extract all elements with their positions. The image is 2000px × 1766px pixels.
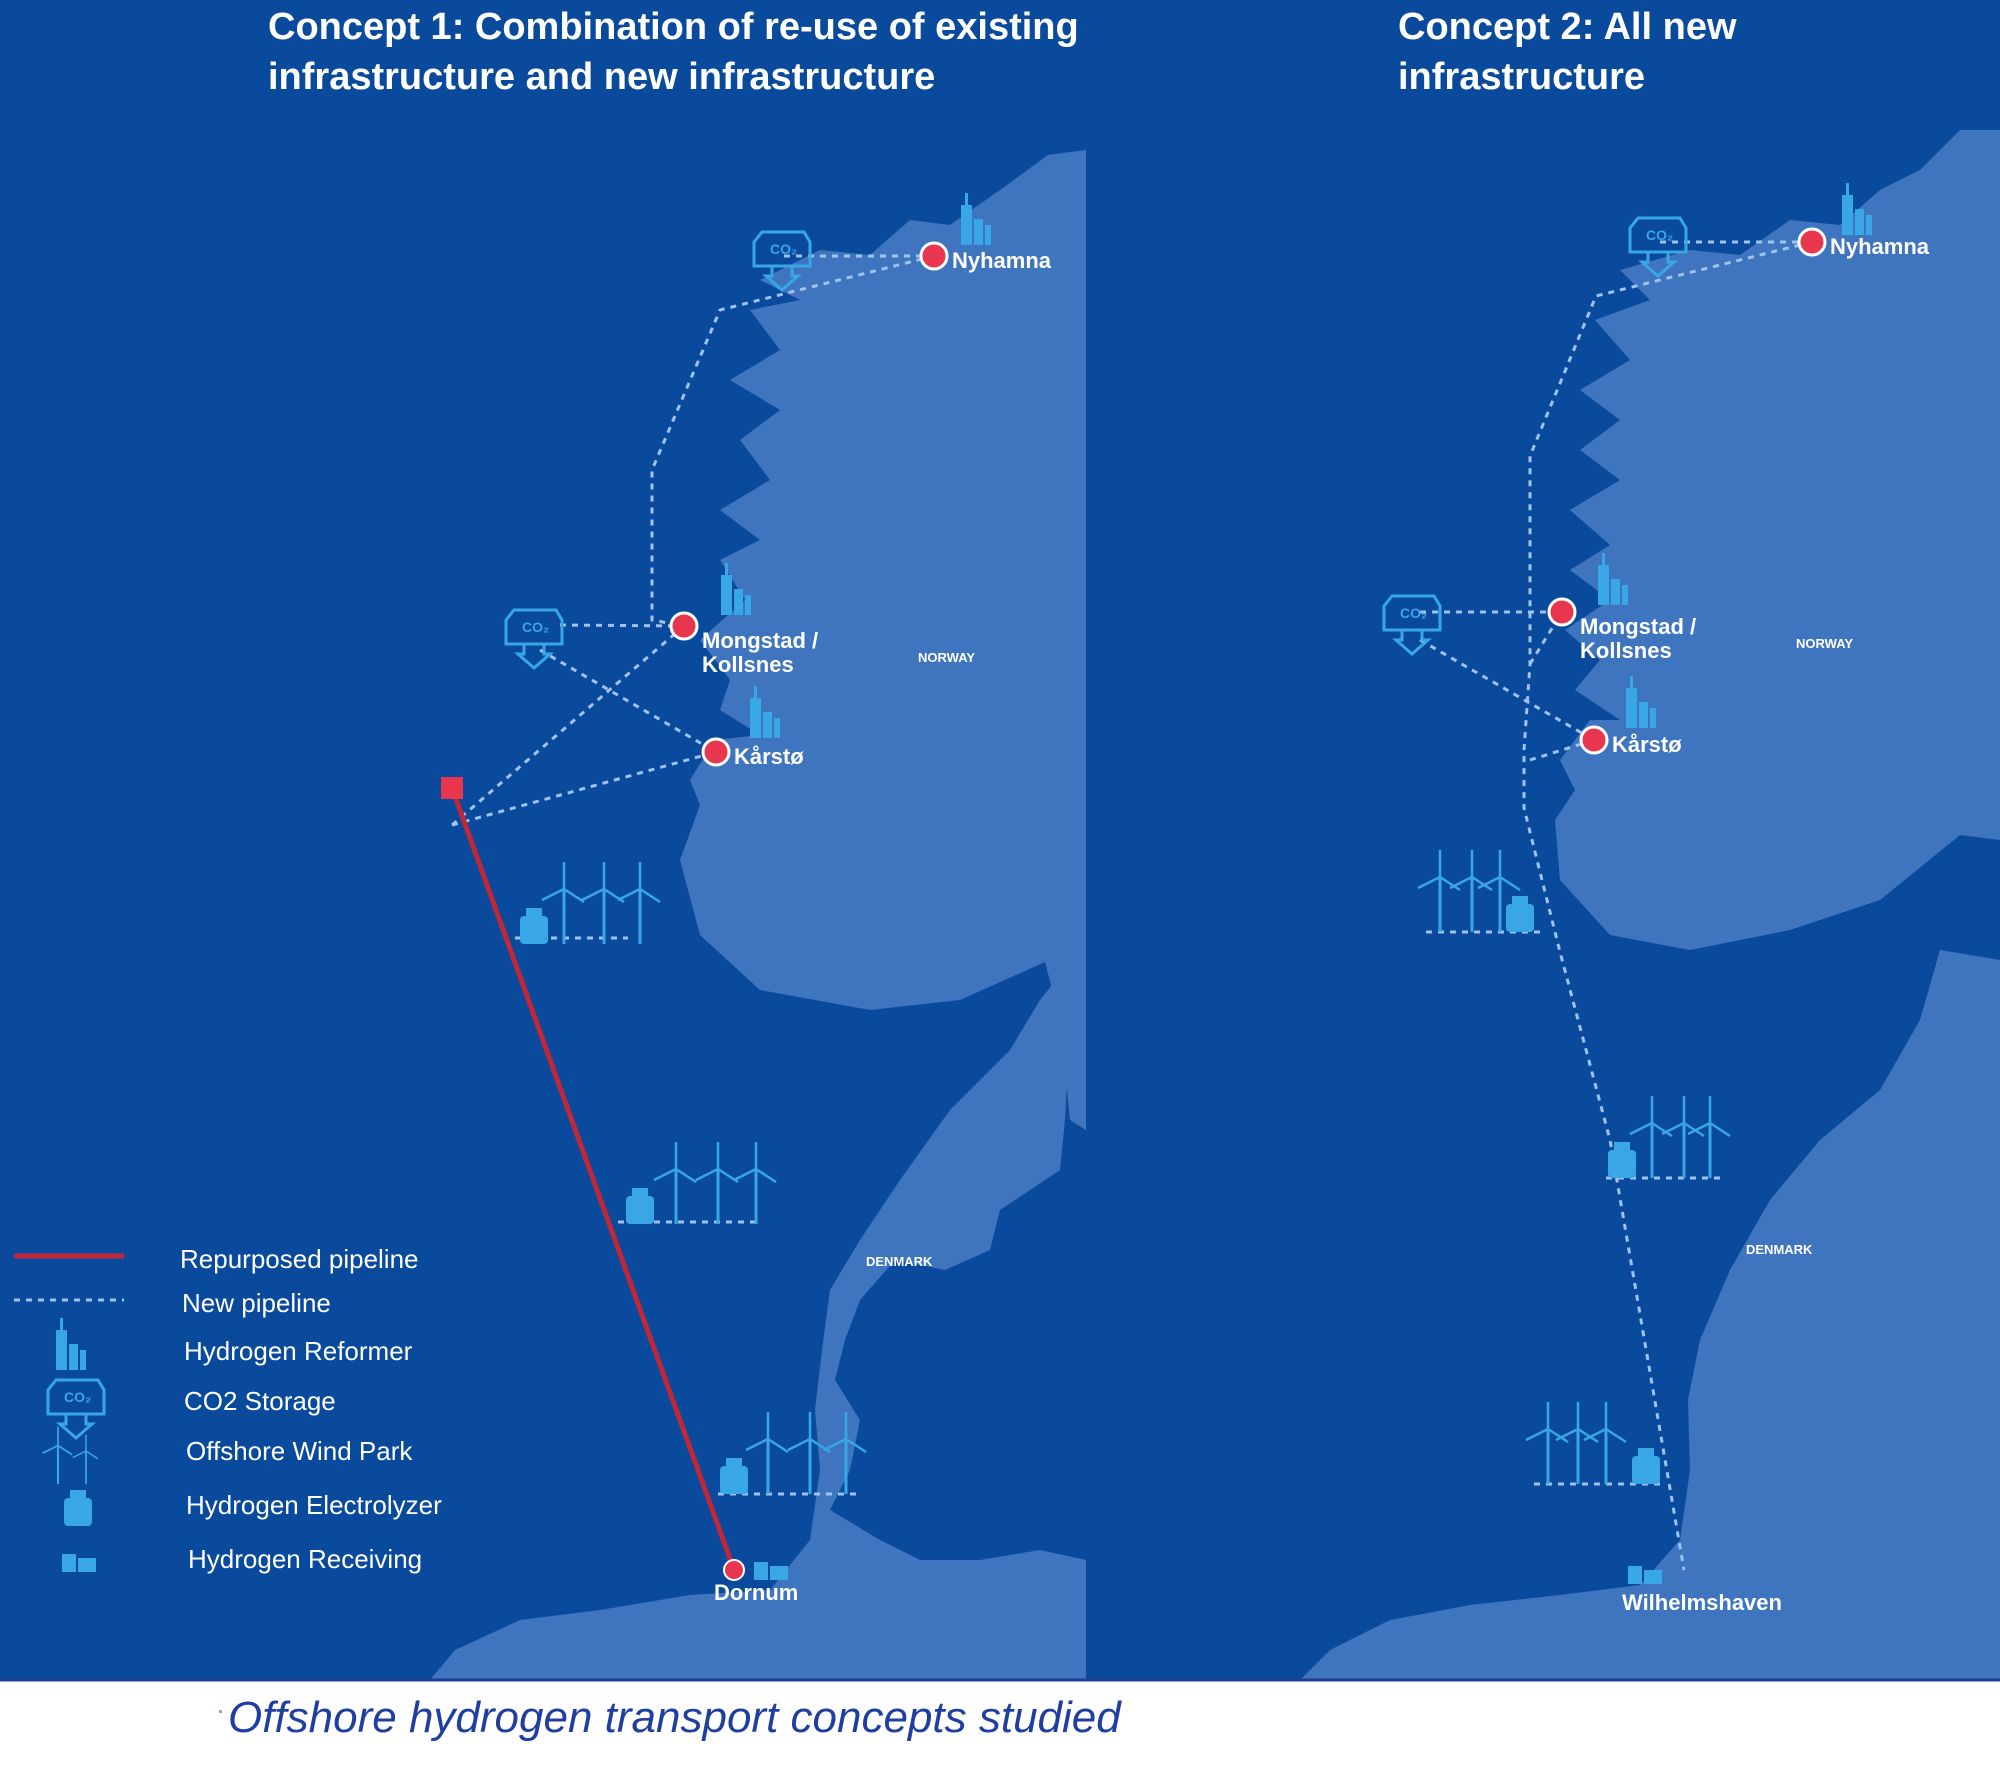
node-karsto: [701, 737, 731, 767]
label-mongstad: Mongstad /: [702, 628, 818, 653]
label-dornum: Dornum: [714, 1580, 798, 1605]
concept1-title-line1: Concept 1: Combination of re-use of exis…: [268, 6, 1079, 48]
concept2-title: Concept 2: All new infrastructure: [1398, 2, 1737, 102]
legend-reformer-label: Hydrogen Reformer: [184, 1336, 413, 1366]
label-nyhamna: Nyhamna: [952, 248, 1052, 273]
legend-receiving-label: Hydrogen Receiving: [188, 1544, 423, 1574]
figure-caption: Offshore hydrogen transport concepts stu…: [228, 1693, 1121, 1742]
node-nyhamna: [919, 241, 949, 271]
concept1-platform-node: [441, 777, 463, 799]
co2-icon-text: CO₂: [522, 619, 549, 635]
label-karsto: Kårstø: [734, 744, 804, 769]
node-dornum: [723, 1559, 745, 1581]
caption-band: [0, 1680, 2000, 1766]
legend-co2-label: CO2 Storage: [184, 1386, 336, 1416]
co2-icon-text: CO₂: [770, 241, 797, 257]
concept1-repurposed-pipeline: [449, 787, 737, 1571]
node-mongstad: [669, 611, 699, 641]
label-denmark: DENMARK: [866, 1254, 933, 1269]
co2-icon-text: CO₂: [1646, 227, 1673, 243]
label-kollsnes: Kollsnes: [1580, 638, 1672, 663]
denmark-germany-landmass: [1300, 950, 2000, 1680]
norway-landmass: [680, 150, 1086, 1130]
label-kollsnes: Kollsnes: [702, 652, 794, 677]
node-nyhamna: [1797, 227, 1827, 257]
label-nyhamna: Nyhamna: [1830, 234, 1930, 259]
node-mongstad: [1547, 597, 1577, 627]
caption-bullet: [219, 1710, 222, 1713]
concept1-title-line2: infrastructure and new infrastructure: [268, 56, 936, 98]
label-denmark: DENMARK: [1746, 1242, 1813, 1257]
label-norway: NORWAY: [918, 650, 975, 665]
label-wilhelmshaven: Wilhelmshaven: [1622, 1590, 1782, 1615]
co2-icon-text: CO₂: [1400, 605, 1427, 621]
label-mongstad: Mongstad /: [1580, 614, 1696, 639]
concept1-title: Concept 1: Combination of re-use of exis…: [268, 2, 1079, 102]
norway-landmass: [1555, 130, 2000, 950]
panel-divider: [1086, 0, 1146, 1680]
legend-wind-label: Offshore Wind Park: [186, 1436, 413, 1466]
legend-repurposed-label: Repurposed pipeline: [180, 1244, 419, 1274]
legend-electrolyzer-label: Hydrogen Electrolyzer: [186, 1490, 442, 1520]
co2-icon-text: CO₂: [64, 1389, 91, 1405]
concept2-title-line2: infrastructure: [1398, 56, 1646, 98]
label-karsto: Kårstø: [1612, 732, 1682, 757]
denmark-germany-landmass: [430, 975, 1086, 1680]
concept2-title-line1: Concept 2: All new: [1398, 6, 1737, 48]
concept1-land: [430, 150, 1086, 1680]
label-norway: NORWAY: [1796, 636, 1853, 651]
node-karsto: [1579, 725, 1609, 755]
concept2-land: [1300, 130, 2000, 1680]
legend-new-label: New pipeline: [182, 1288, 331, 1318]
